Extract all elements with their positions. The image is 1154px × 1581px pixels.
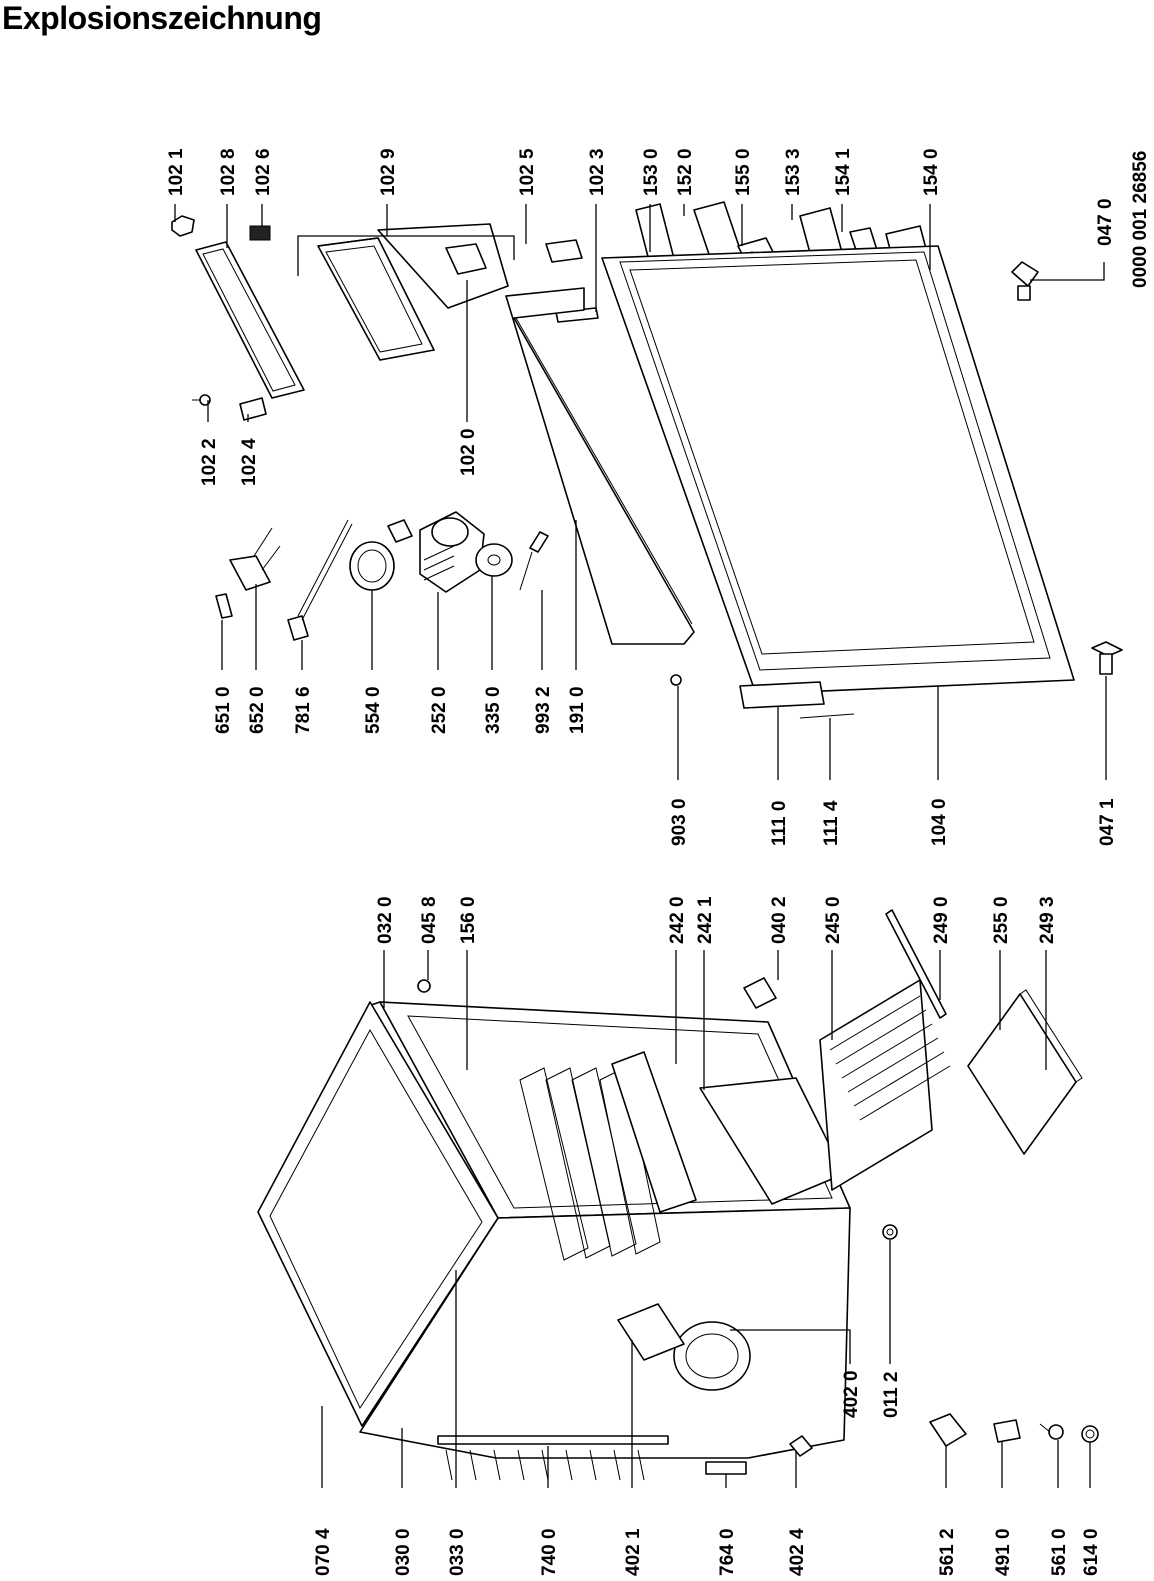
- label-154-0: 154 0: [921, 148, 942, 196]
- label-153-0: 153 0: [641, 148, 662, 196]
- door-label-part: [545, 239, 583, 263]
- screw-part-9030: [670, 674, 682, 686]
- thermostat-part: [229, 527, 281, 591]
- tube-part-7640: [705, 1461, 747, 1475]
- label-903-0: 903 0: [669, 798, 690, 846]
- label-191-0: 191 0: [567, 686, 588, 734]
- wire-shelf-part: [819, 979, 951, 1191]
- label-993-2: 993 2: [533, 686, 554, 734]
- relay-part-5612: [929, 1413, 967, 1447]
- label-102-5: 102 5: [517, 148, 538, 196]
- shelf-trim-part: [885, 909, 947, 1019]
- part-labels: 102 1 102 8 102 6 102 9 102 5 102 3 153 …: [166, 148, 1151, 1576]
- label-153-3: 153 3: [783, 148, 804, 196]
- label-764-0: 764 0: [717, 1528, 738, 1576]
- door-small-tray-part: [317, 237, 379, 247]
- label-154-1: 154 1: [833, 148, 854, 196]
- label-740-0: 740 0: [539, 1528, 560, 1576]
- label-033-0: 033 0: [447, 1528, 468, 1576]
- label-402-0: 402 0: [841, 1370, 862, 1418]
- label-102-1: 102 1: [166, 148, 187, 196]
- label-045-8: 045 8: [419, 896, 440, 944]
- label-561-0: 561 0: [1049, 1528, 1070, 1576]
- label-614-0: 614 0: [1081, 1528, 1102, 1576]
- door-inner-lining-part: [317, 223, 509, 361]
- label-047-1: 047 1: [1097, 798, 1118, 846]
- lamp-part: [519, 531, 549, 591]
- label-561-2: 561 2: [937, 1528, 958, 1576]
- page-title: Explosionszeichnung: [2, 0, 322, 36]
- label-242-0: 242 0: [667, 896, 688, 944]
- door-hinge-part: [249, 225, 271, 241]
- crisper-drawers: [611, 1051, 845, 1213]
- compressor-part: [617, 1303, 751, 1391]
- label-102-3: 102 3: [587, 148, 608, 196]
- label-155-0: 155 0: [733, 148, 754, 196]
- light-housing-part: [419, 511, 485, 593]
- hinge-cover-part: [171, 215, 195, 237]
- label-111-0: 111 0: [769, 801, 790, 846]
- cabinet-part: [257, 1001, 851, 1459]
- label-102-2: 102 2: [199, 438, 220, 486]
- lamp-socket-part: [349, 519, 413, 591]
- label-491-0: 491 0: [993, 1528, 1014, 1576]
- label-255-0: 255 0: [991, 896, 1012, 944]
- thermostat-knob-part: [215, 593, 233, 619]
- label-245-0: 245 0: [823, 896, 844, 944]
- label-152-0: 152 0: [675, 148, 696, 196]
- label-651-0: 651 0: [213, 686, 234, 734]
- capacitor-part-4910: [993, 1419, 1021, 1443]
- clip-part-5610: [1039, 1423, 1064, 1440]
- door-gasket-part: [195, 241, 305, 399]
- label-249-3: 249 3: [1037, 896, 1058, 944]
- foot-part-0470: [1011, 261, 1039, 301]
- cover-plate-part-1024: [239, 397, 267, 421]
- label-102-9: 102 9: [378, 148, 399, 196]
- bracket-0402: [743, 977, 777, 1009]
- label-011-2: 011 2: [881, 1372, 902, 1419]
- label-040-2: 040 2: [769, 896, 790, 944]
- door-frame-gasket-part: [505, 287, 695, 645]
- label-111-4: 111 4: [821, 800, 842, 846]
- lamp-cover-part: [475, 543, 513, 577]
- label-102-6: 102 6: [253, 148, 274, 196]
- foot-part-0471: [1091, 641, 1123, 675]
- label-252-0: 252 0: [429, 686, 450, 734]
- label-249-0: 249 0: [931, 896, 952, 944]
- grommet-part-6140: [1081, 1425, 1099, 1443]
- label-554-0: 554 0: [363, 686, 384, 734]
- glass-shelf-part: [967, 989, 1083, 1155]
- foot-screw-0112: [882, 1224, 898, 1240]
- label-102-8: 102 8: [218, 148, 239, 196]
- label-104-0: 104 0: [929, 798, 950, 846]
- condenser-grille: [437, 1435, 669, 1481]
- label-652-0: 652 0: [247, 686, 268, 734]
- leader-lines: [174, 204, 1107, 1488]
- label-070-4: 070 4: [313, 1528, 334, 1576]
- label-102-4: 102 4: [239, 438, 260, 486]
- label-030-0: 030 0: [393, 1528, 414, 1576]
- label-402-1: 402 1: [623, 1528, 644, 1576]
- fixing-part-4024: [789, 1435, 813, 1457]
- label-781-6: 781 6: [293, 686, 314, 734]
- cable-harness-part: [287, 519, 353, 641]
- screw-part-1022: [192, 394, 211, 406]
- label-335-0: 335 0: [483, 686, 504, 734]
- label-102-0: 102 0: [458, 428, 479, 476]
- diagram-code: 0000 001 26856: [1130, 151, 1151, 288]
- label-156-0: 156 0: [458, 896, 479, 944]
- screw-0458: [417, 979, 431, 993]
- label-242-1: 242 1: [695, 896, 716, 944]
- door-panel-part: [601, 245, 1075, 719]
- part-drawings: [171, 201, 1123, 1481]
- label-032-0: 032 0: [375, 896, 396, 944]
- label-047-0: 047 0: [1095, 198, 1116, 246]
- label-402-4: 402 4: [787, 1528, 808, 1576]
